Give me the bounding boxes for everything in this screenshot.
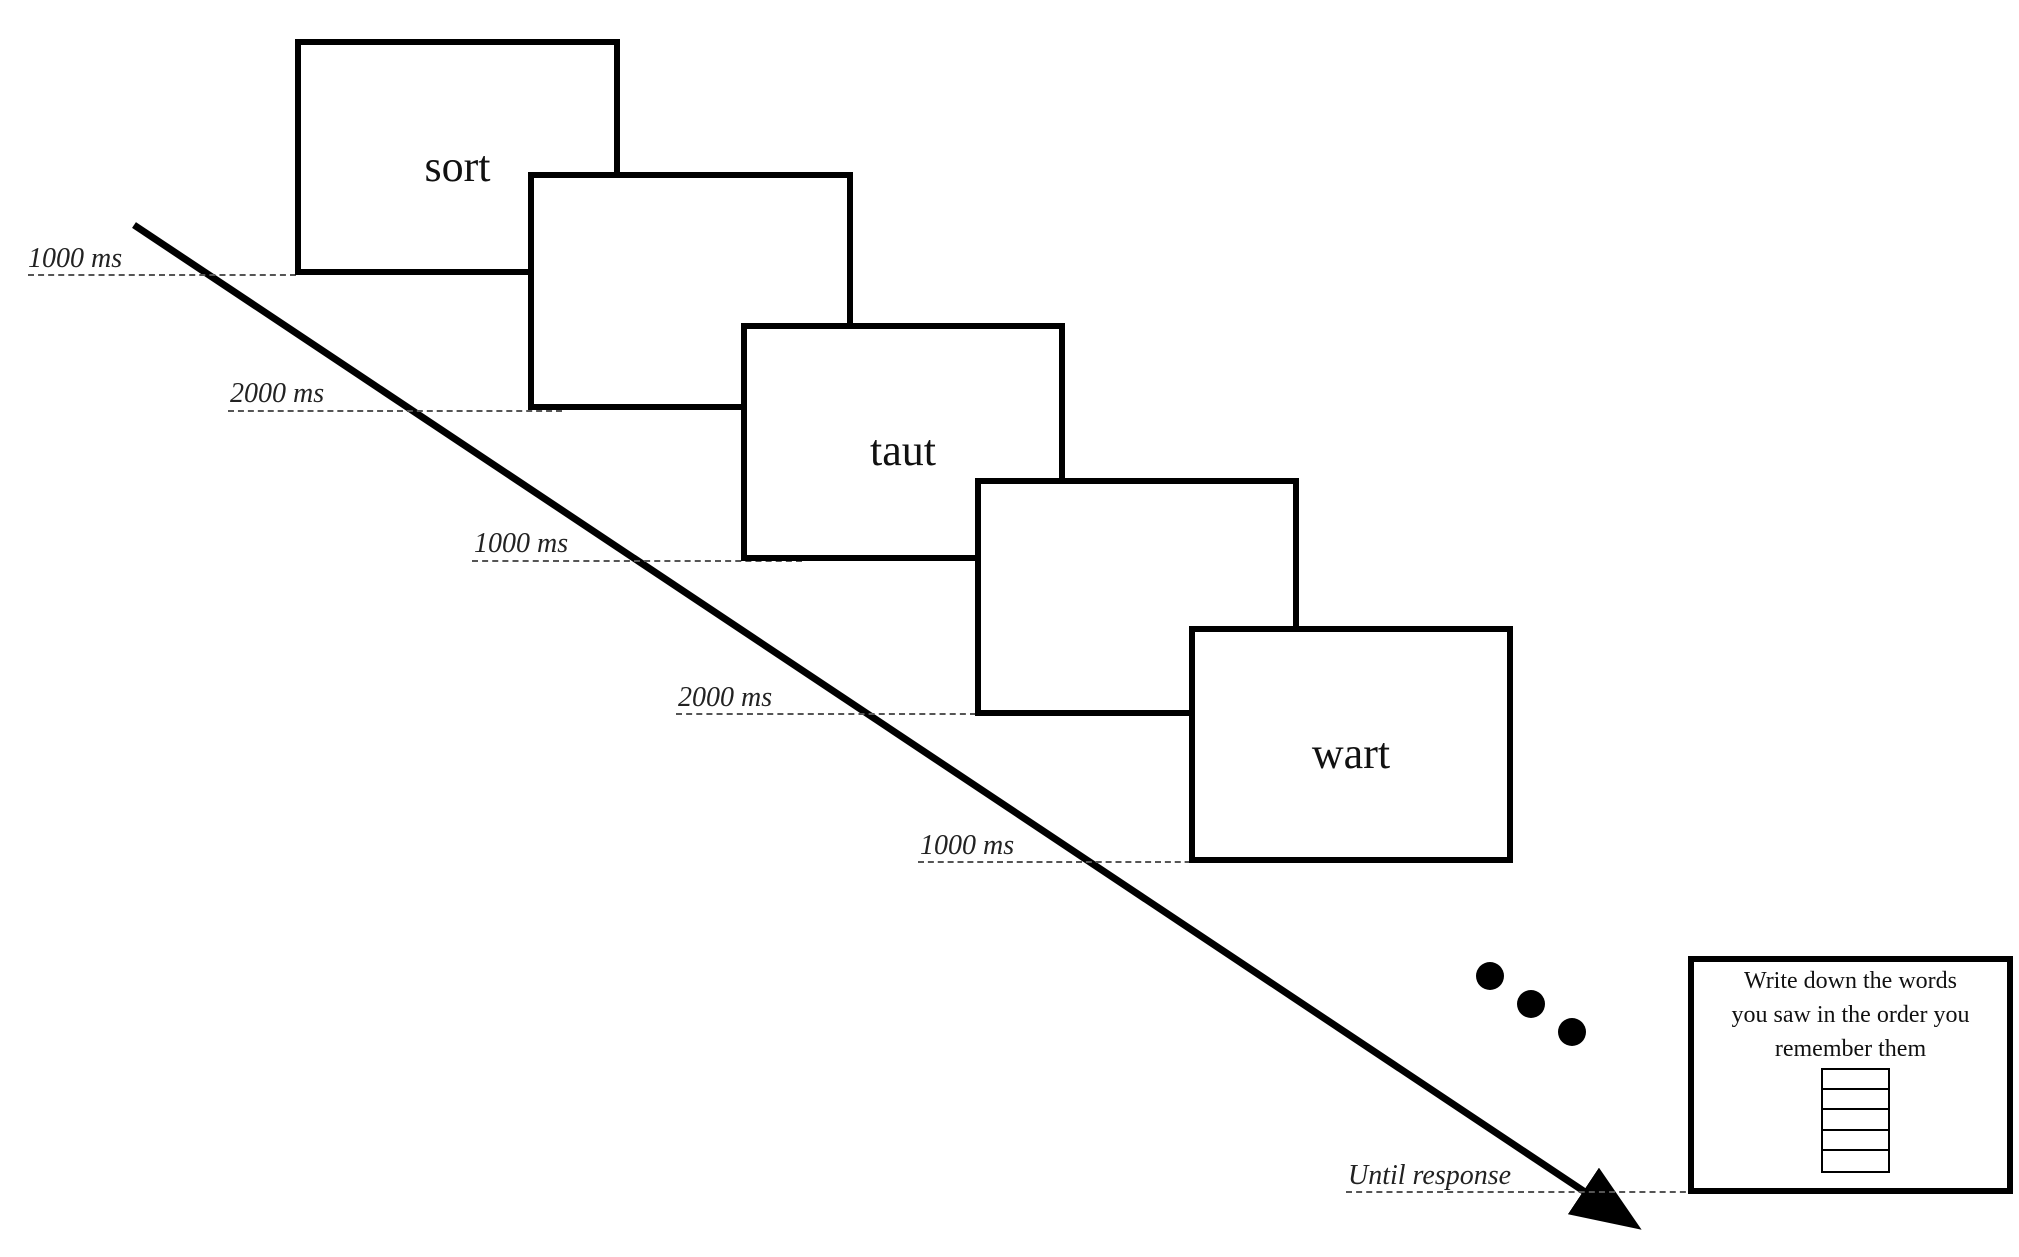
ellipsis-dot-1 xyxy=(1476,962,1504,990)
ellipsis-dot-2 xyxy=(1517,990,1545,1018)
stimulus-screen-3: taut xyxy=(741,323,1065,561)
stimulus-word: wart xyxy=(1311,729,1391,778)
timing-label-3: 1000 ms xyxy=(474,528,569,559)
stimulus-word: sort xyxy=(424,142,491,191)
recall-answer-grid xyxy=(1821,1068,1890,1173)
timing-label-4: 2000 ms xyxy=(678,682,773,713)
recall-answer-slot xyxy=(1823,1151,1888,1171)
timing-line-2 xyxy=(228,410,562,412)
timing-label-5: 1000 ms xyxy=(920,830,1015,861)
recall-instructions: Write down the words you saw in the orde… xyxy=(1694,964,2007,1066)
timing-line-4 xyxy=(676,713,976,715)
timing-line-6 xyxy=(1346,1191,1696,1193)
timing-label-6: Until response xyxy=(1348,1160,1512,1191)
timing-line-1 xyxy=(28,274,296,276)
timing-line-5 xyxy=(918,861,1240,863)
recall-answer-slot xyxy=(1823,1090,1888,1111)
recall-instruction-line-1: Write down the words xyxy=(1744,968,1957,994)
ellipsis-dot-3 xyxy=(1558,1018,1586,1046)
recall-answer-slot xyxy=(1823,1110,1888,1131)
timing-label-1: 1000 ms xyxy=(28,243,123,274)
stimulus-word: taut xyxy=(870,426,936,475)
stimulus-screen-5: wart xyxy=(1189,626,1513,863)
recall-screen: Write down the words you saw in the orde… xyxy=(1688,956,2013,1194)
recall-instruction-line-2: you saw in the order you xyxy=(1731,1002,1970,1028)
recall-answer-slot xyxy=(1823,1131,1888,1151)
timing-line-3 xyxy=(472,560,802,562)
timing-label-2: 2000 ms xyxy=(230,378,325,409)
recall-answer-slot xyxy=(1823,1070,1888,1091)
recall-instruction-line-3: remember them xyxy=(1774,1036,1927,1062)
